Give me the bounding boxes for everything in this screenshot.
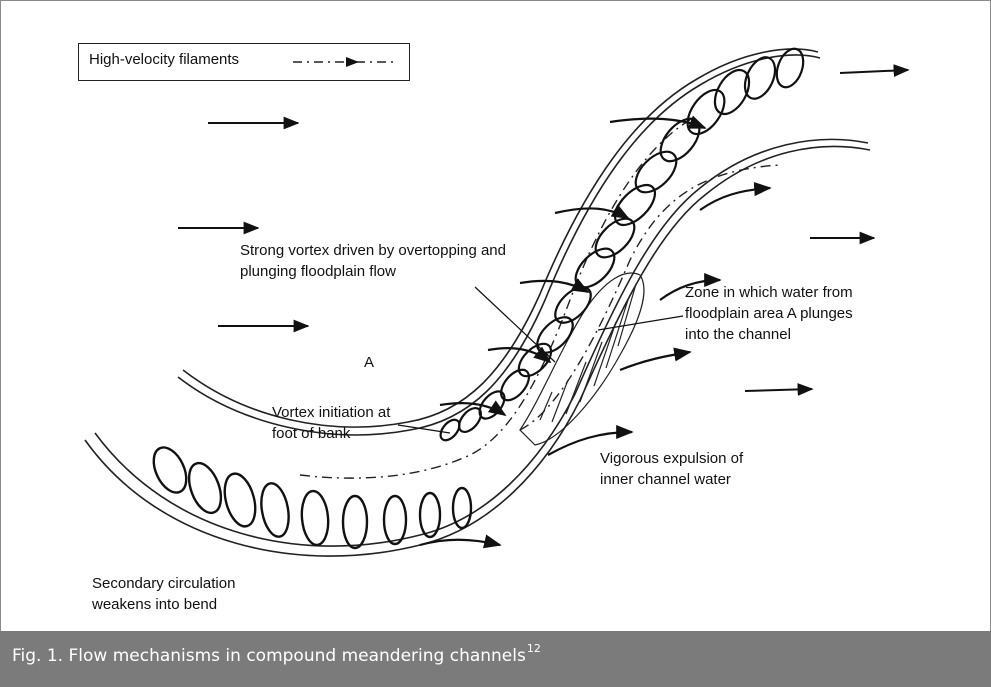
label-area-a: A — [364, 352, 374, 373]
inner-bank-top-2 — [183, 49, 818, 427]
arrow-4 — [840, 70, 908, 73]
label-secondary-circulation: Secondary circulation weakens into bend — [92, 573, 235, 615]
figure-caption: Fig. 1. Flow mechanisms in compound mean… — [12, 646, 541, 666]
vortex-spirals-lower — [147, 442, 471, 548]
caption-reference: 12 — [527, 642, 541, 655]
legend: High-velocity filaments — [78, 43, 410, 81]
label-vortex-initiation: Vortex initiation at foot of bank — [272, 402, 390, 444]
label-plunge-zone: Zone in which water from floodplain area… — [685, 282, 853, 345]
arrow-6 — [745, 389, 812, 391]
label-strong-vortex: Strong vortex driven by overtopping and … — [240, 240, 506, 282]
legend-label: High-velocity filaments — [89, 51, 239, 68]
label-vigorous-expulsion: Vigorous expulsion of inner channel wate… — [600, 448, 743, 490]
outer-bank-bottom — [85, 146, 870, 556]
legend-filament-swatch — [291, 52, 401, 72]
caption-bar: Fig. 1. Flow mechanisms in compound mean… — [0, 631, 991, 687]
caption-text: Fig. 1. Flow mechanisms in compound mean… — [12, 646, 526, 666]
